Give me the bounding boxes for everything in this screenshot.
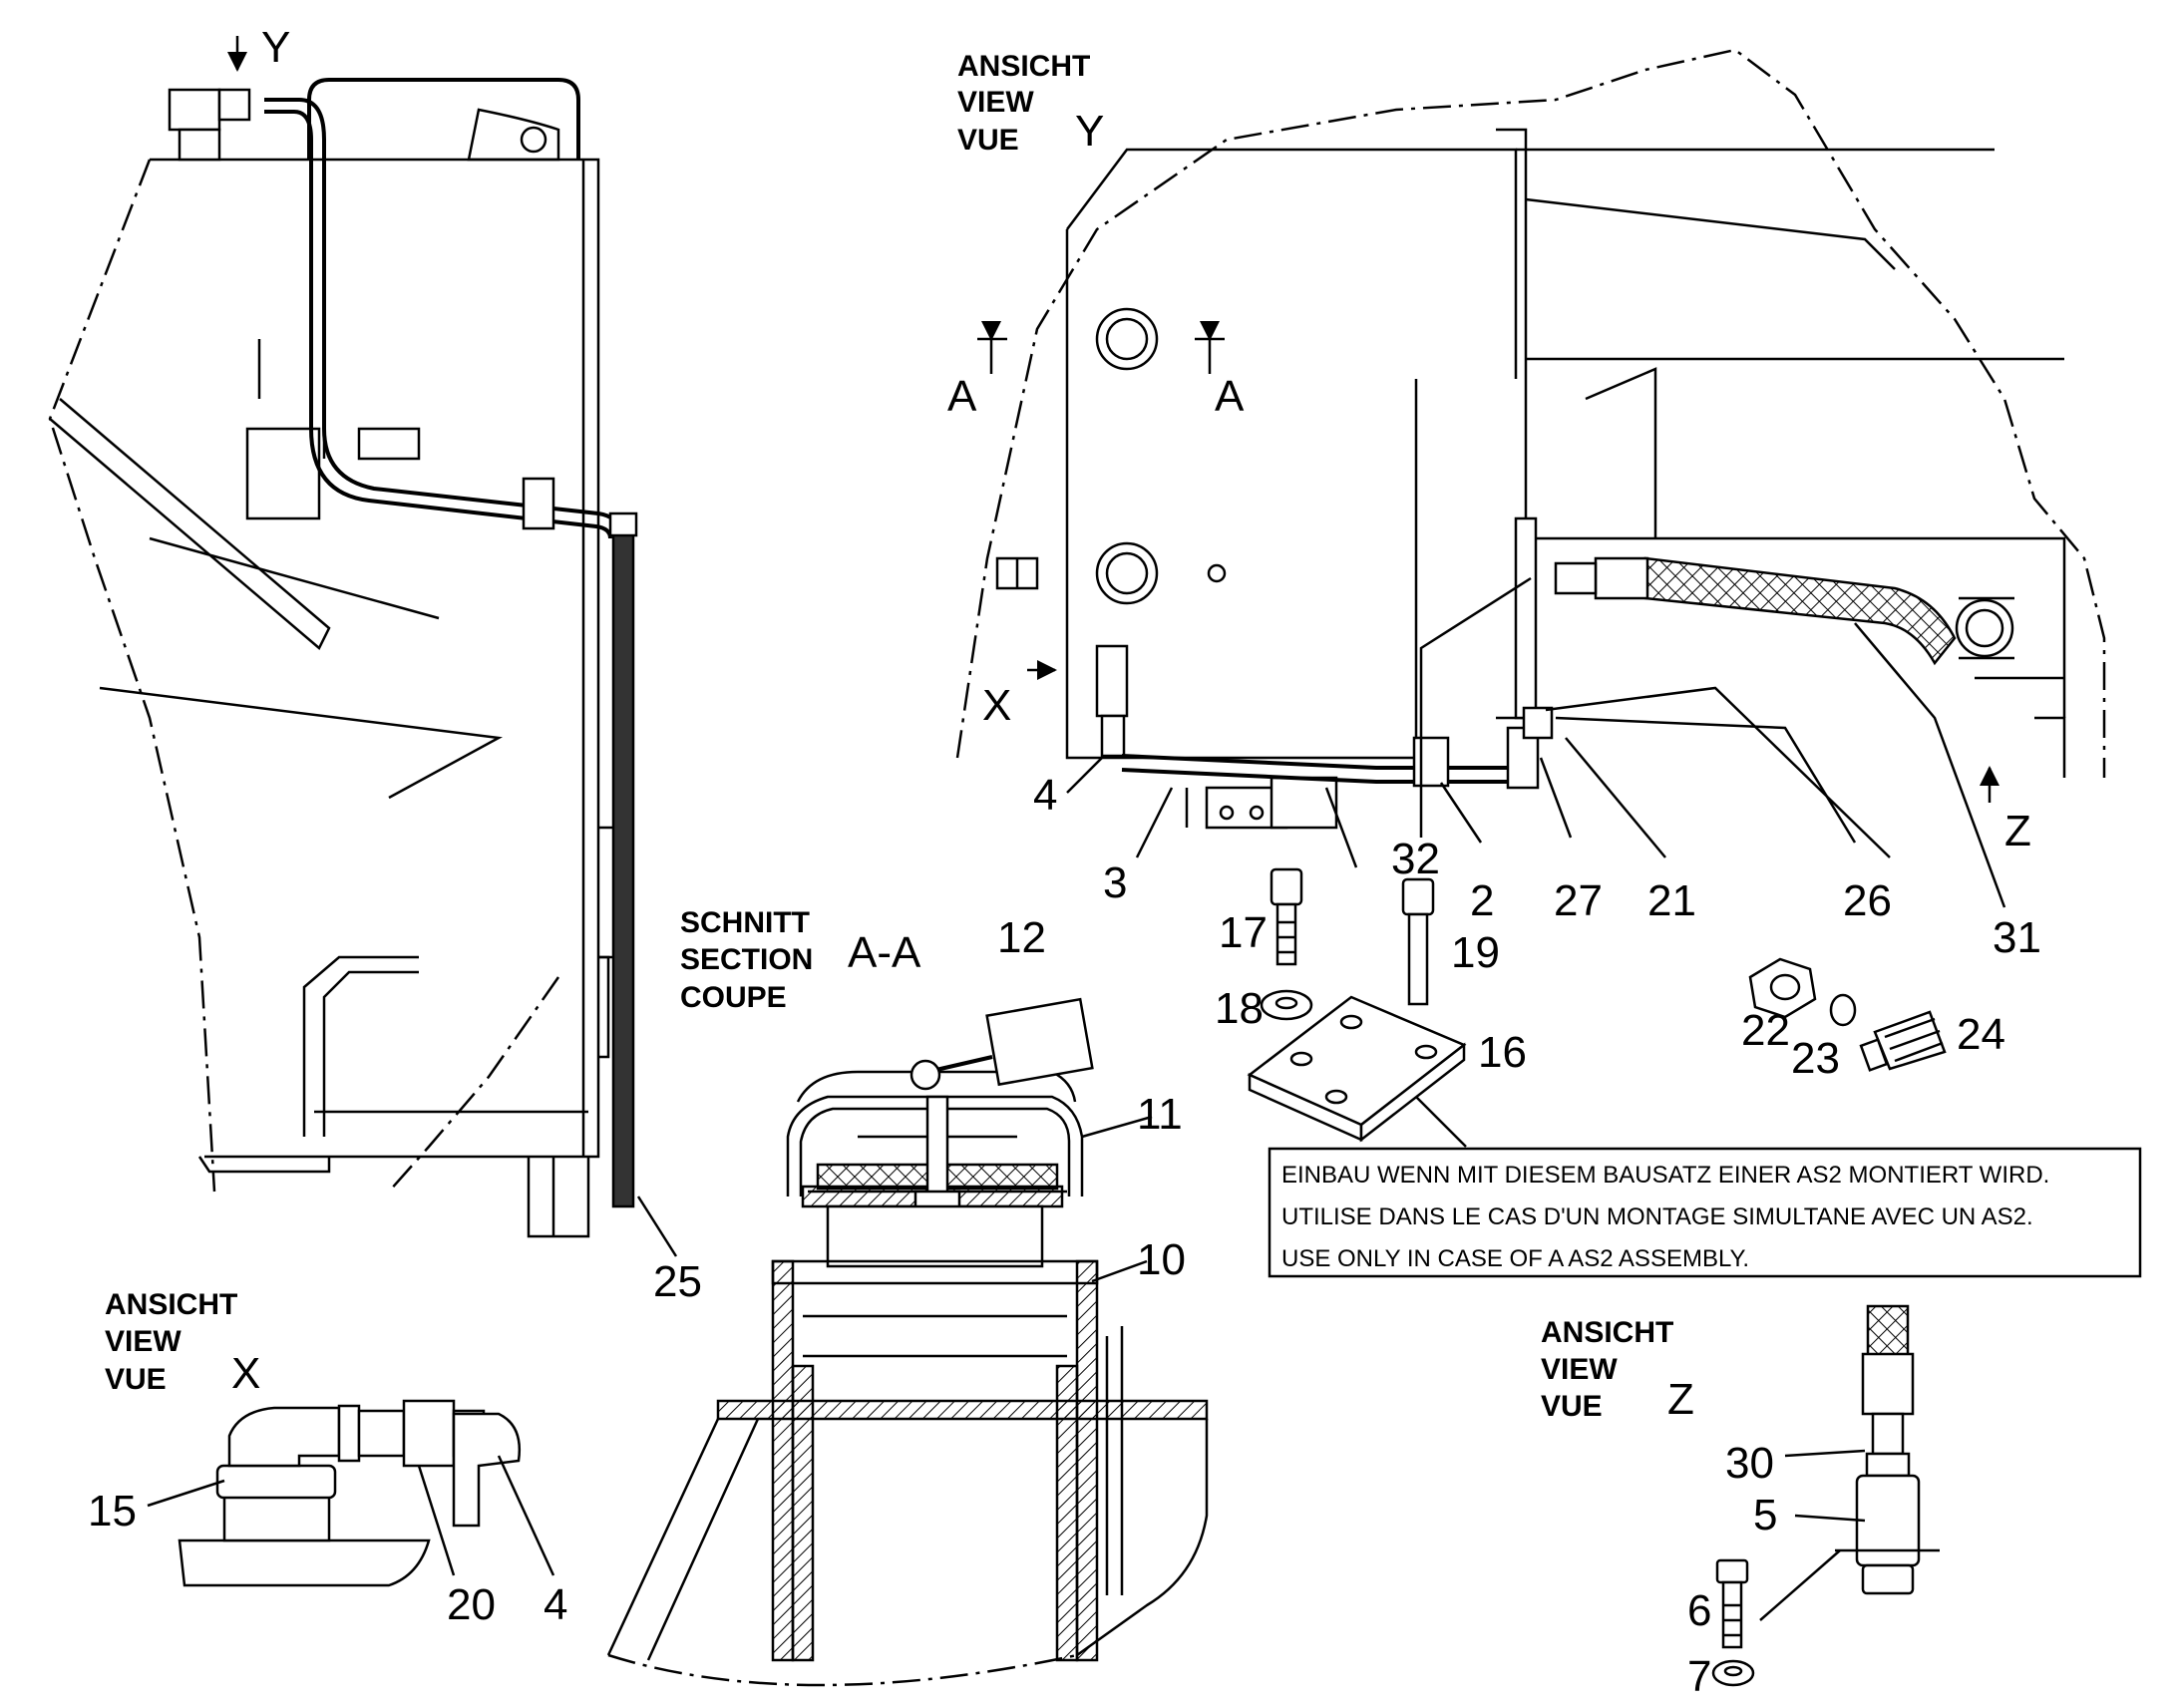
callout-17: 17 xyxy=(1219,908,1268,957)
fitting-24 xyxy=(1859,1010,1947,1072)
callout-11: 11 xyxy=(1137,1090,1183,1139)
marker-a-left: A xyxy=(947,372,977,421)
view-x-fitting xyxy=(178,1399,522,1587)
callout-2: 2 xyxy=(1470,876,1494,925)
main-view-y xyxy=(955,48,2106,868)
view-x-l1: ANSICHT xyxy=(105,1288,237,1321)
plate-16 xyxy=(1247,995,1467,1143)
callout-16: 16 xyxy=(1478,1028,1527,1077)
callout-10: 10 xyxy=(1137,1235,1186,1284)
view-z-l1: ANSICHT xyxy=(1541,1316,1673,1349)
note-line-3: USE ONLY IN CASE OF A AS2 ASSEMBLY. xyxy=(1281,1245,1749,1272)
callout-31: 31 xyxy=(1993,913,2041,962)
callout-5: 5 xyxy=(1753,1491,1777,1539)
section-l1: SCHNITT xyxy=(680,906,810,939)
marker-z: Z xyxy=(2004,807,2031,855)
callout-30: 30 xyxy=(1725,1439,1774,1488)
view-y-l3: VUE xyxy=(957,124,1019,157)
callout-26: 26 xyxy=(1843,876,1892,925)
section-letter: A-A xyxy=(848,928,921,977)
view-y-l1: ANSICHT xyxy=(957,50,1090,83)
marker-a-right: A xyxy=(1215,372,1245,421)
seal-23 xyxy=(1829,993,1857,1027)
callout-18: 18 xyxy=(1215,984,1264,1033)
view-y-letter: Y xyxy=(1075,107,1104,156)
callout-3: 3 xyxy=(1103,858,1127,907)
view-z-l3: VUE xyxy=(1541,1390,1603,1423)
callout-7: 7 xyxy=(1687,1652,1711,1701)
bolt-17 xyxy=(1270,867,1303,966)
callout-27: 27 xyxy=(1554,876,1603,925)
view-z-l2: VIEW xyxy=(1541,1353,1618,1386)
callout-4-bottom: 4 xyxy=(544,1580,567,1629)
section-l2: SECTION xyxy=(680,943,813,976)
view-x-letter: X xyxy=(231,1349,260,1398)
callout-23: 23 xyxy=(1791,1034,1840,1083)
marker-y-top: Y xyxy=(261,23,290,72)
view-y-l2: VIEW xyxy=(957,86,1034,119)
view-z-fitting xyxy=(1835,1304,1940,1595)
washer-7 xyxy=(1711,1659,1755,1687)
tank-side-view xyxy=(48,78,638,1238)
bolt-6 xyxy=(1715,1558,1749,1649)
note-line-1: EINBAU WENN MIT DIESEM BAUSATZ EINER AS2… xyxy=(1281,1162,2049,1189)
nut-22 xyxy=(1748,957,1817,1019)
callout-20: 20 xyxy=(447,1580,496,1629)
callout-6: 6 xyxy=(1687,1586,1711,1635)
view-x-l3: VUE xyxy=(105,1363,167,1396)
callout-22: 22 xyxy=(1741,1006,1790,1055)
assembly-note: EINBAU WENN MIT DIESEM BAUSATZ EINER AS2… xyxy=(1268,1147,2142,1278)
callout-24: 24 xyxy=(1957,1010,2005,1059)
section-a-a xyxy=(606,997,1209,1687)
callout-21: 21 xyxy=(1647,876,1696,925)
note-line-2: UTILISE DANS LE CAS D'UN MONTAGE SIMULTA… xyxy=(1281,1203,2033,1230)
callout-4-top: 4 xyxy=(1033,771,1057,820)
callout-32: 32 xyxy=(1391,835,1440,883)
view-z-letter: Z xyxy=(1667,1375,1694,1424)
section-l3: COUPE xyxy=(680,981,787,1014)
view-x-l2: VIEW xyxy=(105,1325,182,1358)
callout-12: 12 xyxy=(997,913,1046,962)
washer-18 xyxy=(1260,989,1313,1021)
marker-x: X xyxy=(982,681,1011,730)
bolt-19 xyxy=(1401,877,1435,1006)
callout-25: 25 xyxy=(653,1257,702,1306)
callout-15: 15 xyxy=(88,1487,137,1536)
callout-19: 19 xyxy=(1451,928,1500,977)
